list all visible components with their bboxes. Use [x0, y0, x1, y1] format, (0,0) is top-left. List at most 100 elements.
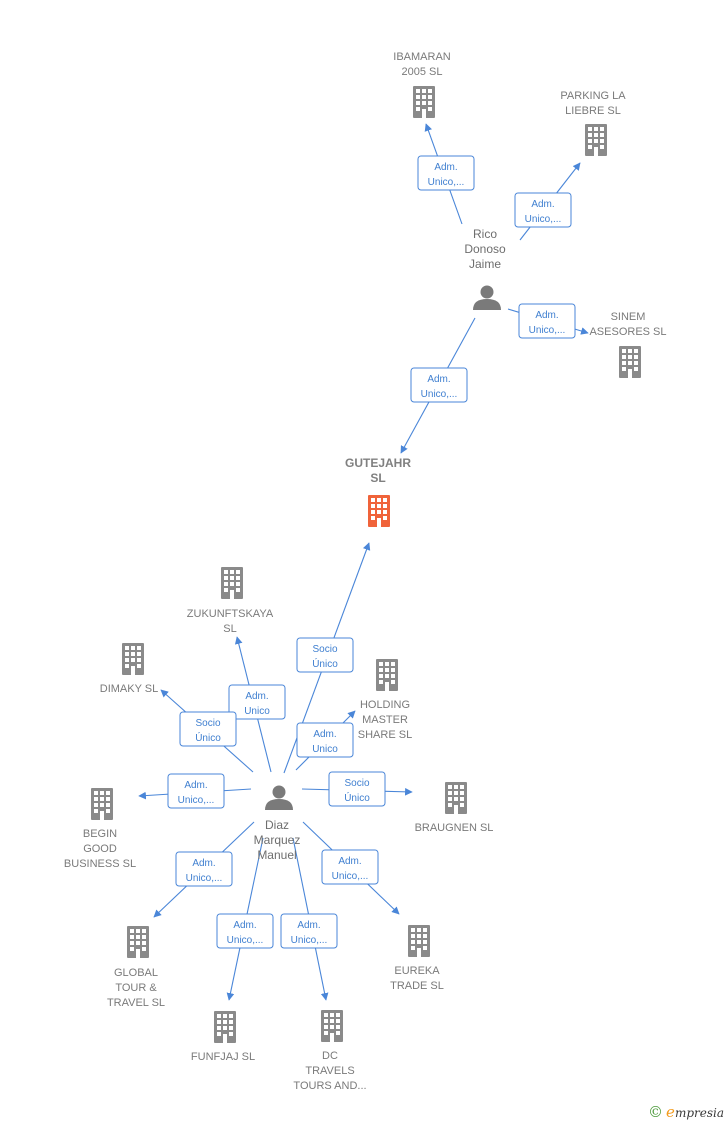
edge-label-box[interactable] [175, 851, 233, 887]
edge-diaz-funfjaj[interactable]: Adm.Unico,... [216, 837, 274, 1001]
edge-label-text: Único [344, 791, 370, 804]
edge-diaz-global[interactable]: Adm. Unico,... [153, 821, 255, 918]
edge-diaz-eureka[interactable]: Adm. Unico,... [302, 821, 400, 915]
node-dctravels[interactable]: DC TRAVELS TOURS AND... [293, 1010, 367, 1092]
edge-label-text: Único [312, 657, 338, 670]
node-label: BEGIN [83, 828, 117, 840]
person-icon [473, 285, 501, 310]
edge-diaz-dctravels[interactable]: Adm. Unico,... [280, 837, 338, 1001]
edge-label-text: Adm. [434, 162, 457, 173]
building-icon [221, 567, 243, 599]
edge-label-box[interactable] [417, 155, 475, 191]
brand-logo: empresia [666, 1103, 724, 1121]
building-icon [321, 1010, 343, 1042]
node-label: ZUKUNFTSKAYA [187, 608, 274, 620]
edge-label-box[interactable] [296, 722, 354, 758]
edge-label-text: Adm. [297, 920, 320, 931]
edge-label-box[interactable] [514, 192, 572, 228]
edge-label-text: Unico,... [421, 389, 458, 400]
node-label: SINEM [611, 311, 646, 323]
edge-label-text: Adm. [245, 691, 268, 702]
node-dimaky[interactable]: DIMAKY SL [100, 643, 159, 695]
edge-label-text: Unico,... [186, 873, 223, 884]
edge-label-box[interactable] [328, 771, 386, 807]
edge-label-box[interactable] [410, 367, 468, 403]
edge-label-text: Adm. [192, 858, 215, 869]
node-label: Marquez [254, 833, 301, 847]
node-label: TRAVELS [305, 1065, 354, 1077]
footer-brand: © empresia [648, 1103, 724, 1121]
edge-label-box[interactable] [167, 773, 225, 809]
node-label: BUSINESS SL [64, 858, 136, 870]
building-icon [368, 495, 390, 527]
node-label: TRAVEL SL [107, 997, 165, 1009]
edge-label-box[interactable] [216, 913, 274, 949]
node-label: GUTEJAHR [345, 456, 411, 470]
edge-label-text: Unico,... [428, 177, 465, 188]
node-label: Donoso [464, 242, 506, 256]
node-label: ASESORES SL [589, 326, 666, 338]
node-label: TRADE SL [390, 980, 444, 992]
building-icon [408, 925, 430, 957]
node-label: Manuel [257, 848, 296, 862]
edge-diaz-holding[interactable]: Adm. Unico [295, 710, 356, 771]
node-label: SHARE SL [358, 729, 412, 741]
edge-rico-ibamaran[interactable]: Adm. Unico,... [417, 123, 475, 225]
node-label: Rico [473, 227, 497, 241]
building-icon [445, 782, 467, 814]
node-label: DC [322, 1050, 338, 1062]
edge-label-text: Adm. [338, 856, 361, 867]
node-braugnen[interactable]: BRAUGNEN SL [415, 782, 494, 834]
edge-label-text: Unico,... [178, 795, 215, 806]
edge-diaz-zukunft[interactable]: Adm. Unico [228, 636, 286, 773]
edge-label-text: Adm. [233, 920, 256, 931]
edge-label-text: Adm. [427, 374, 450, 385]
edge-label-box[interactable] [228, 684, 286, 720]
edge-label-text: Unico [312, 744, 338, 755]
node-zukunft[interactable]: ZUKUNFTSKAYA SL [187, 567, 274, 635]
node-label: TOURS AND... [293, 1080, 366, 1092]
edge-label-box[interactable] [296, 637, 354, 673]
edge-label-text: Unico [244, 706, 270, 717]
edge-label-text: Unico,... [332, 871, 369, 882]
node-label: LIEBRE SL [565, 105, 621, 117]
edge-label-box[interactable] [518, 303, 576, 339]
edge-label-text: Socio [312, 644, 337, 655]
node-label: 2005 SL [402, 66, 443, 78]
copyright-icon: © [648, 1103, 664, 1121]
node-label: Jaime [469, 257, 501, 271]
edge-label-box[interactable] [280, 913, 338, 949]
node-label: SL [370, 471, 385, 485]
node-funfjaj[interactable]: FUNFJAJ SL [191, 1011, 255, 1063]
edge-label-box[interactable] [321, 849, 379, 885]
edge-rico-sinem[interactable]: Adm.Unico,... [507, 303, 589, 339]
edge-label-text: Unico,... [525, 214, 562, 225]
building-icon [122, 643, 144, 675]
edge-label-text: Socio [195, 718, 220, 729]
edge-rico-gutejahr[interactable]: Adm. Unico,... [400, 317, 476, 454]
node-label: BRAUGNEN SL [415, 822, 494, 834]
edge-label-box[interactable] [179, 711, 237, 747]
edge-label-text: Unico,... [291, 935, 328, 946]
edge-rico-parking[interactable]: Adm.Unico,... [514, 162, 581, 241]
edge-label-text: Adm. [313, 729, 336, 740]
building-icon [585, 124, 607, 156]
node-label: SL [223, 623, 236, 635]
edge-diaz-begin[interactable]: Adm.Unico,... [138, 773, 252, 809]
person-icon [265, 785, 293, 810]
node-label: MASTER [362, 714, 408, 726]
node-sinem[interactable]: SINEM ASESORES SL [589, 311, 667, 378]
building-icon [619, 346, 641, 378]
